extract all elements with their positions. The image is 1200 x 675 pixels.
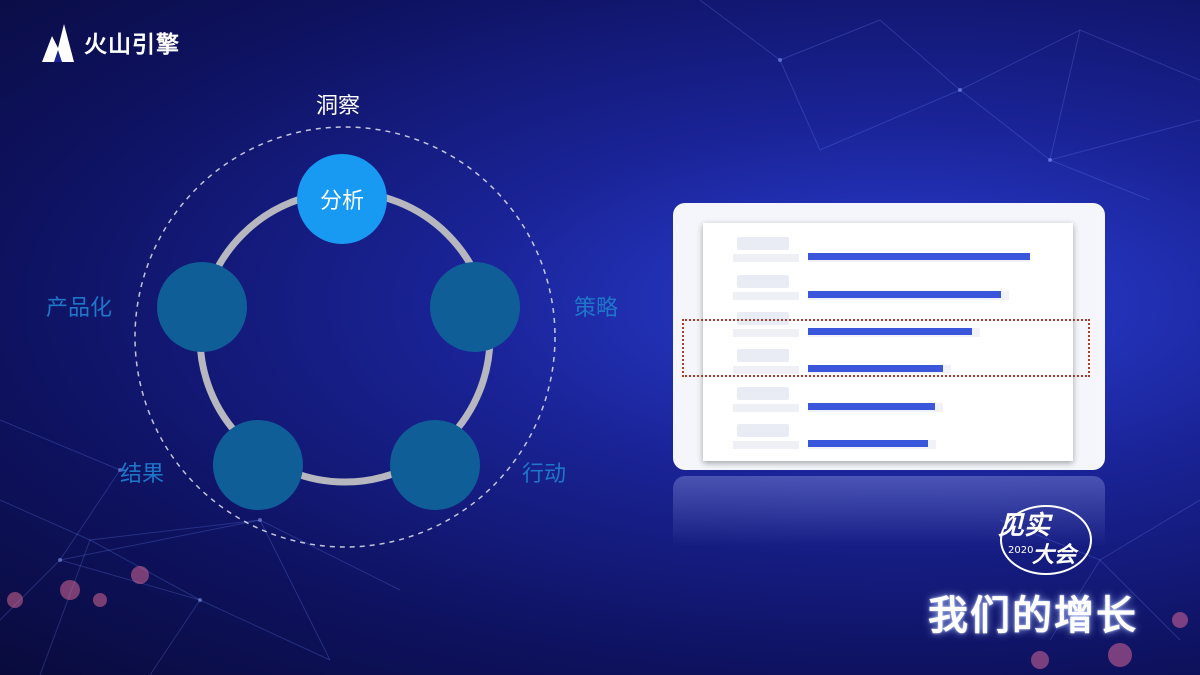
event-badge-ring bbox=[1000, 505, 1092, 575]
strategy-label: 策略 bbox=[574, 296, 619, 321]
cycle-node-analysis[interactable]: 分析 bbox=[297, 154, 387, 244]
event-name-line1: 见实 bbox=[998, 511, 1051, 541]
report-row bbox=[703, 349, 1073, 387]
report-row bbox=[703, 237, 1073, 275]
productize-label: 产品化 bbox=[46, 296, 113, 321]
report-sheet bbox=[703, 223, 1073, 461]
cycle-node-result[interactable] bbox=[213, 420, 303, 510]
report-row bbox=[703, 387, 1073, 425]
row-bar bbox=[808, 365, 943, 372]
row-chip bbox=[737, 275, 789, 288]
cycle-node-strategy[interactable] bbox=[430, 262, 520, 352]
row-chip bbox=[737, 387, 789, 400]
row-chip bbox=[737, 349, 789, 362]
row-label bbox=[733, 404, 799, 412]
row-label bbox=[733, 329, 799, 337]
mountain-logo-icon bbox=[42, 24, 74, 62]
brand-name: 火山引擎 bbox=[84, 32, 180, 58]
row-label bbox=[733, 441, 799, 449]
cycle-node-productize[interactable] bbox=[157, 262, 247, 352]
report-row bbox=[703, 424, 1073, 462]
report-row bbox=[703, 275, 1073, 313]
action-label: 行动 bbox=[522, 462, 567, 487]
row-label bbox=[733, 366, 799, 374]
row-bar bbox=[808, 253, 1030, 260]
cycle-node-action[interactable] bbox=[390, 420, 480, 510]
event-title: 我们的增长 bbox=[928, 593, 1138, 639]
row-label bbox=[733, 254, 799, 262]
row-bar bbox=[808, 328, 972, 335]
row-label bbox=[733, 292, 799, 300]
growth-cycle-diagram: 洞察 分析 策略 行动 结果 产品化 bbox=[46, 94, 619, 510]
highlight-box bbox=[682, 319, 1090, 377]
row-chip bbox=[737, 312, 789, 325]
row-bar bbox=[808, 291, 1001, 298]
cycle-node-analysis-label: 分析 bbox=[319, 189, 364, 214]
report-row bbox=[703, 312, 1073, 350]
event-year: 2020 bbox=[1008, 545, 1034, 556]
row-chip bbox=[737, 237, 789, 250]
result-label: 结果 bbox=[120, 462, 165, 487]
event-branding: 见实 2020 大会 我们的增长 bbox=[920, 505, 1180, 655]
row-chip bbox=[737, 424, 789, 437]
report-card bbox=[673, 203, 1105, 470]
insight-label: 洞察 bbox=[316, 94, 361, 119]
row-bar bbox=[808, 403, 935, 410]
row-bar bbox=[808, 440, 928, 447]
event-name-line2: 大会 bbox=[1032, 543, 1077, 568]
brand-logo: 火山引擎 bbox=[40, 22, 180, 62]
